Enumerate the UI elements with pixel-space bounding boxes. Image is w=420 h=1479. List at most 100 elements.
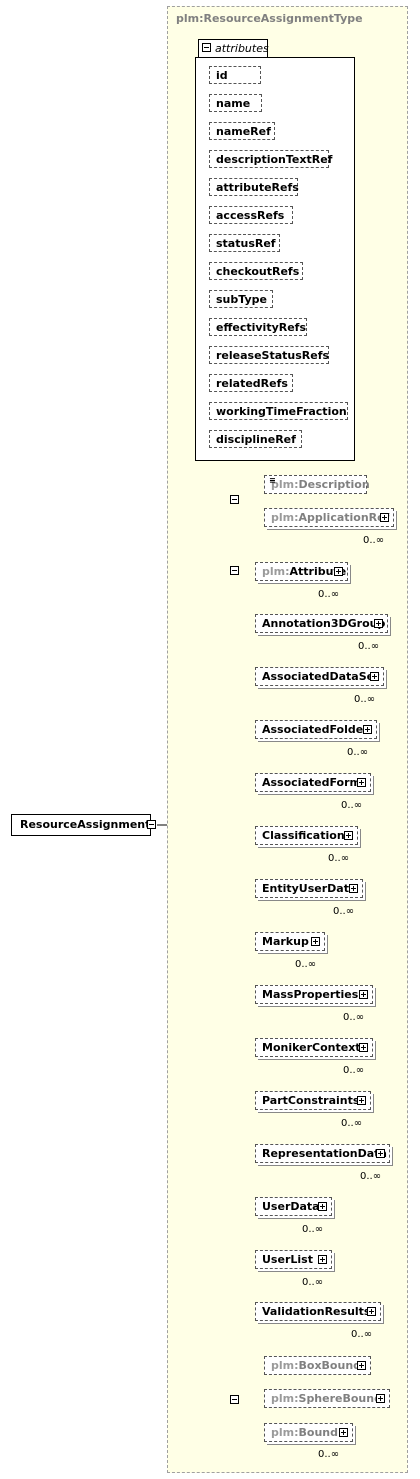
element-applicationref[interactable]: plm:ApplicationRef [264, 508, 394, 527]
element-name: PartConstraints [262, 1094, 360, 1107]
cardinality-label: 0..∞ [318, 1449, 340, 1460]
expand-icon[interactable] [374, 619, 383, 628]
attribute-item[interactable]: name [209, 94, 262, 112]
element-entityuserdata[interactable]: EntityUserData [255, 879, 363, 898]
attribute-item[interactable]: effectivityRefs [209, 318, 307, 336]
element-prefix: plm: [262, 565, 290, 578]
cardinality-label: 0..∞ [354, 694, 376, 705]
element-name: RepresentationData [262, 1147, 387, 1160]
attribute-item[interactable]: id [209, 66, 261, 84]
element-validationresults[interactable]: ValidationResults [255, 1302, 381, 1321]
expand-icon[interactable] [339, 1428, 348, 1437]
cardinality-label: 0..∞ [333, 906, 355, 917]
cardinality-label: 0..∞ [360, 1171, 382, 1182]
element-associateddataset[interactable]: AssociatedDataSet [255, 667, 384, 686]
attribute-item[interactable]: subType [209, 290, 273, 308]
expand-icon[interactable] [349, 884, 358, 893]
element-associatedform[interactable]: AssociatedForm [255, 773, 371, 792]
element-name: Attribute [289, 565, 347, 578]
expand-icon[interactable] [376, 1394, 385, 1403]
cardinality-label: 0..∞ [343, 1065, 365, 1076]
element-name: ValidationResults [262, 1305, 371, 1318]
expand-icon[interactable] [318, 1202, 327, 1211]
element-userdata[interactable]: UserData [255, 1197, 332, 1216]
root-collapse-toggle-icon[interactable] [147, 820, 156, 829]
element-name: Bound [298, 1426, 338, 1439]
element-prefix: plm: [271, 1359, 299, 1372]
element-name: SphereBound [298, 1392, 382, 1405]
expand-icon[interactable] [370, 672, 379, 681]
element-name: Classification [262, 829, 345, 842]
cardinality-label: 0..∞ [358, 641, 380, 652]
type-title: plm:ResourceAssignmentType [176, 12, 363, 25]
element-name: Annotation3DGroup [262, 617, 386, 630]
expand-icon[interactable] [359, 990, 368, 999]
sequence1-collapse-icon[interactable] [230, 495, 239, 504]
root-element-label: ResourceAssignment [20, 818, 151, 831]
attribute-item[interactable]: checkoutRefs [209, 262, 303, 280]
expand-icon[interactable] [334, 567, 343, 576]
element-name: EntityUserData [262, 882, 357, 895]
attribute-item[interactable]: workingTimeFraction [209, 402, 348, 420]
expand-icon[interactable] [344, 831, 353, 840]
element-markup[interactable]: Markup [255, 932, 325, 951]
expand-icon[interactable] [363, 725, 372, 734]
attribute-item[interactable]: disciplineRef [209, 430, 302, 448]
attribute-item[interactable]: descriptionTextRef [209, 150, 332, 168]
element-description[interactable]: ≡ plm:Description [264, 475, 370, 494]
cardinality-label: 0..∞ [328, 853, 350, 864]
cardinality-label: 0..∞ [302, 1224, 324, 1235]
element-annotation3dgroup[interactable]: Annotation3DGroup [255, 614, 388, 633]
element-prefix: plm: [271, 511, 299, 524]
attribute-item[interactable]: statusRef [209, 234, 280, 252]
collapse-toggle-icon[interactable] [202, 43, 211, 52]
element-massproperties[interactable]: MassProperties [255, 985, 373, 1004]
element-spherebound[interactable]: plm:SphereBound [264, 1389, 390, 1408]
attributes-tab[interactable]: attributes [198, 39, 269, 57]
expand-icon[interactable] [367, 1307, 376, 1316]
attribute-item[interactable]: relatedRefs [209, 374, 293, 392]
element-prefix: plm: [271, 1392, 299, 1405]
root-element[interactable]: ResourceAssignment [11, 814, 151, 836]
element-name: Description [298, 478, 370, 491]
element-monikercontext[interactable]: MonikerContext [255, 1038, 373, 1057]
attribute-item[interactable]: attributeRefs [209, 178, 299, 196]
element-name: MonikerContext [262, 1041, 361, 1054]
element-name: UserData [262, 1200, 320, 1213]
element-prefix: plm: [271, 478, 299, 491]
expand-icon[interactable] [359, 1043, 368, 1052]
documentation-icon: ≡ [269, 476, 276, 485]
cardinality-label: 0..∞ [295, 959, 317, 970]
expand-icon[interactable] [376, 1149, 385, 1158]
element-bound[interactable]: plm:Bound [264, 1423, 353, 1442]
cardinality-label: 0..∞ [318, 589, 340, 600]
cardinality-label: 0..∞ [343, 1012, 365, 1023]
sequence2-collapse-icon[interactable] [230, 566, 239, 575]
element-partconstraints[interactable]: PartConstraints [255, 1091, 371, 1110]
element-name: AssociatedFolder [262, 723, 369, 736]
element-classification[interactable]: Classification [255, 826, 358, 845]
attribute-item[interactable]: nameRef [209, 122, 275, 140]
element-attribute[interactable]: plm:Attribute [255, 562, 348, 581]
cardinality-label: 0..∞ [341, 800, 363, 811]
element-name: BoxBound [298, 1359, 362, 1372]
element-boxbound[interactable]: plm:BoxBound [264, 1356, 371, 1375]
cardinality-label: 0..∞ [351, 1329, 373, 1340]
expand-icon[interactable] [357, 1096, 366, 1105]
expand-icon[interactable] [311, 937, 320, 946]
expand-icon[interactable] [357, 1361, 366, 1370]
element-associatedfolder[interactable]: AssociatedFolder [255, 720, 377, 739]
element-name: ApplicationRef [298, 511, 390, 524]
element-prefix: plm: [271, 1426, 299, 1439]
element-userlist[interactable]: UserList [255, 1250, 332, 1269]
sequence3-collapse-icon[interactable] [230, 1395, 239, 1404]
element-name: UserList [262, 1253, 313, 1266]
expand-icon[interactable] [380, 513, 389, 522]
element-representationdata[interactable]: RepresentationData [255, 1144, 390, 1163]
expand-icon[interactable] [318, 1255, 327, 1264]
attribute-item[interactable]: accessRefs [209, 206, 293, 224]
attribute-item[interactable]: releaseStatusRefs [209, 346, 329, 364]
cardinality-label: 0..∞ [302, 1277, 324, 1288]
expand-icon[interactable] [357, 778, 366, 787]
element-name: Markup [262, 935, 309, 948]
